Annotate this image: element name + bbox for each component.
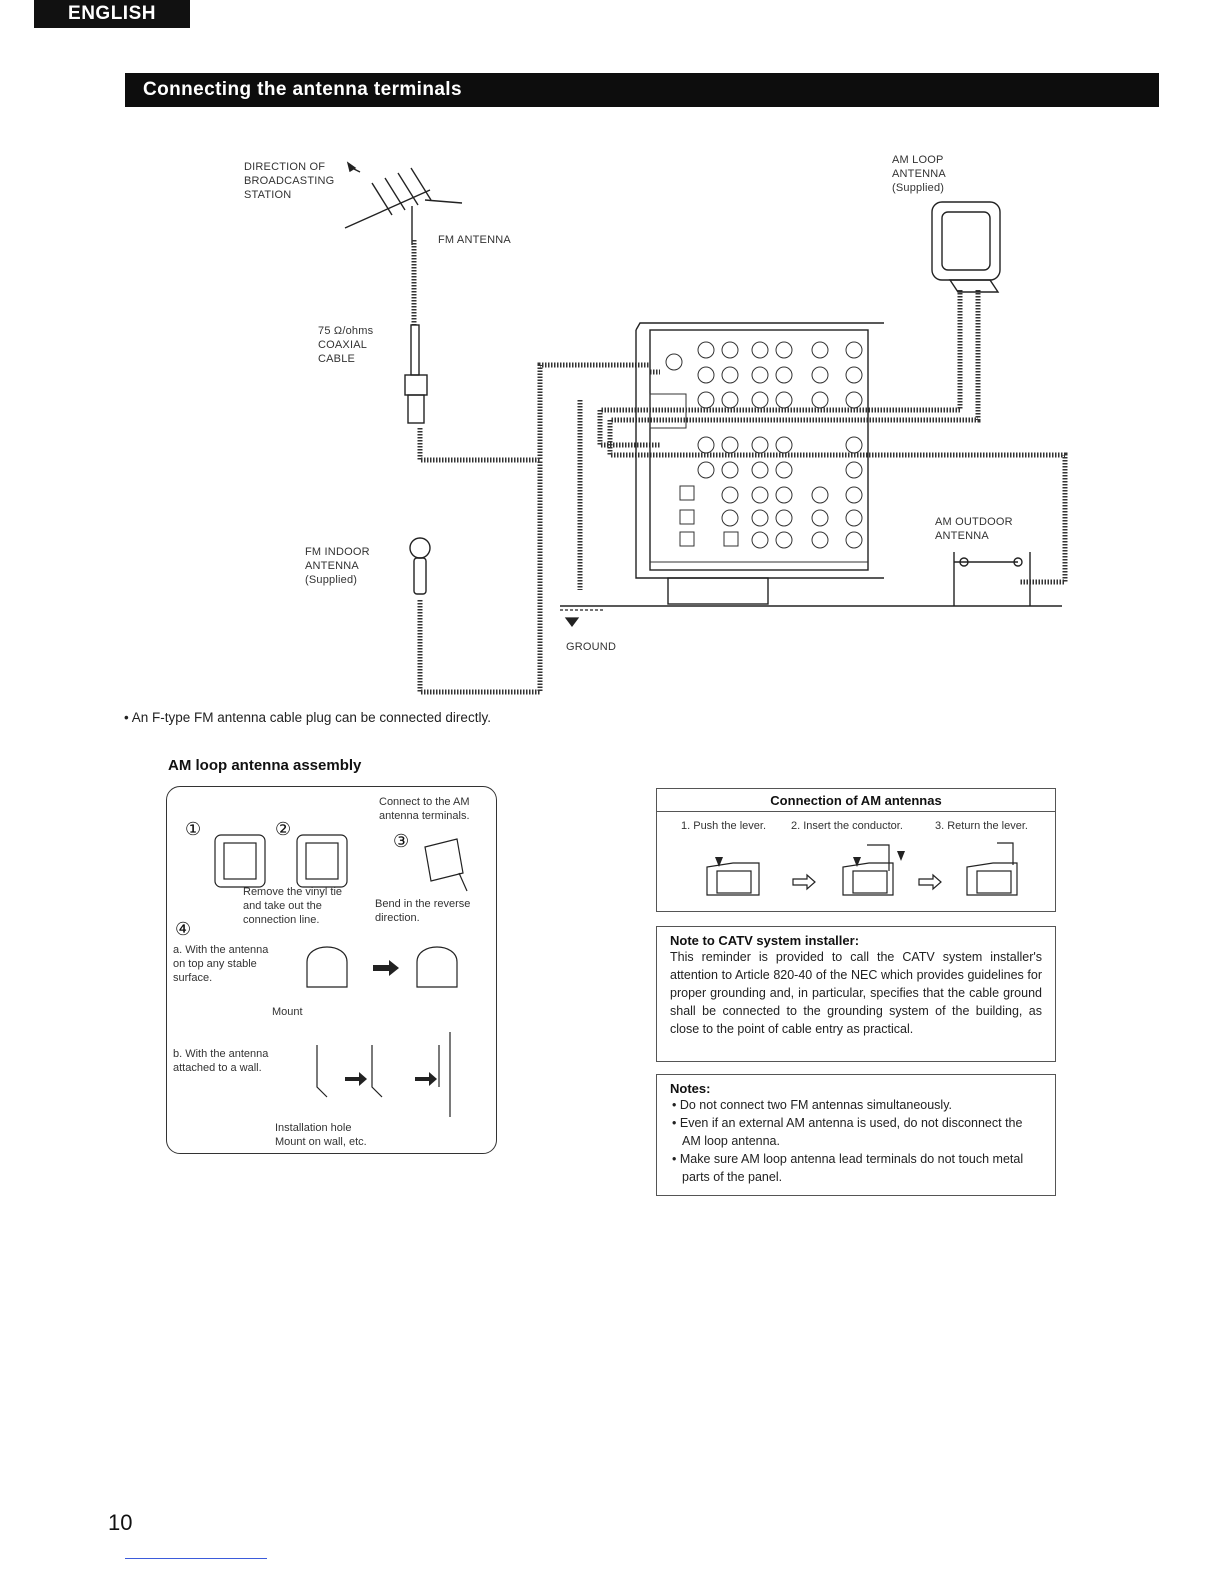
connection-steps-illustration — [706, 842, 1018, 896]
notes-box: Notes: Do not connect two FM antennas si… — [656, 1074, 1056, 1196]
step1-marker: ① — [185, 819, 202, 839]
connection-step1: 1. Push the lever. — [681, 820, 766, 832]
connect-text: Connect to the AM antenna terminals. — [379, 796, 470, 822]
direction-label: DIRECTION OF BROADCASTING STATION — [244, 161, 335, 201]
connection-step2: 2. Insert the conductor. — [791, 820, 903, 832]
remove-tie-text: Remove the vinyl tie and take out the co… — [243, 886, 343, 926]
notes-title: Notes: — [670, 1081, 711, 1096]
am-connection-box: Connection of AM antennas 1. Push the le… — [656, 788, 1056, 912]
am-outdoor-label: AM OUTDOOR ANTENNA — [935, 516, 1013, 542]
connection-step3: 3. Return the lever. — [935, 820, 1028, 832]
language-tab: ENGLISH — [34, 0, 190, 28]
section-title: Connecting the antenna terminals — [125, 73, 1159, 107]
bend-text: Bend in the reverse direction. — [375, 898, 471, 924]
fm-antenna-label: FM ANTENNA — [438, 234, 511, 246]
wall-text: b. With the antenna attached to a wall. — [173, 1048, 269, 1074]
catv-note-box: Note to CATV system installer: This remi… — [656, 926, 1056, 1062]
step4-marker: ④ — [175, 919, 192, 939]
coaxial-cable-label: 75 Ω/ohms COAXIAL CABLE — [318, 325, 374, 365]
ground-label: GROUND — [566, 641, 617, 653]
catv-body: This reminder is provided to call the CA… — [670, 950, 1042, 1036]
mount-label: Mount — [272, 1006, 303, 1018]
step2-marker: ② — [275, 819, 292, 839]
assembly-panel: Connect to the AM antenna terminals. ① ②… — [166, 786, 497, 1154]
connection-title: Connection of AM antennas — [770, 793, 942, 808]
am-loop-label: AM LOOP ANTENNA (Supplied) — [892, 154, 946, 194]
assembly-illustration — [214, 834, 468, 1117]
install-text: Installation hole Mount on wall, etc. — [275, 1122, 367, 1148]
note-item: Make sure AM loop antenna lead terminals… — [670, 1150, 1042, 1186]
assembly-heading: AM loop antenna assembly — [168, 757, 362, 774]
notes-list: Do not connect two FM antennas simultane… — [670, 1096, 1042, 1186]
footer-rule — [125, 1558, 267, 1559]
fm-indoor-label: FM INDOOR ANTENNA (Supplied) — [305, 546, 370, 586]
step3-marker: ③ — [393, 831, 410, 851]
note-item: Even if an external AM antenna is used, … — [670, 1114, 1042, 1150]
page-number: 10 — [108, 1510, 133, 1535]
antenna-connection-diagram — [344, 161, 1068, 695]
stand-text: a. With the antenna on top any stable su… — [173, 944, 269, 984]
note-item: Do not connect two FM antennas simultane… — [670, 1096, 1042, 1114]
catv-title: Note to CATV system installer: — [670, 933, 860, 948]
fm-plug-note: • An F-type FM antenna cable plug can be… — [124, 710, 491, 725]
